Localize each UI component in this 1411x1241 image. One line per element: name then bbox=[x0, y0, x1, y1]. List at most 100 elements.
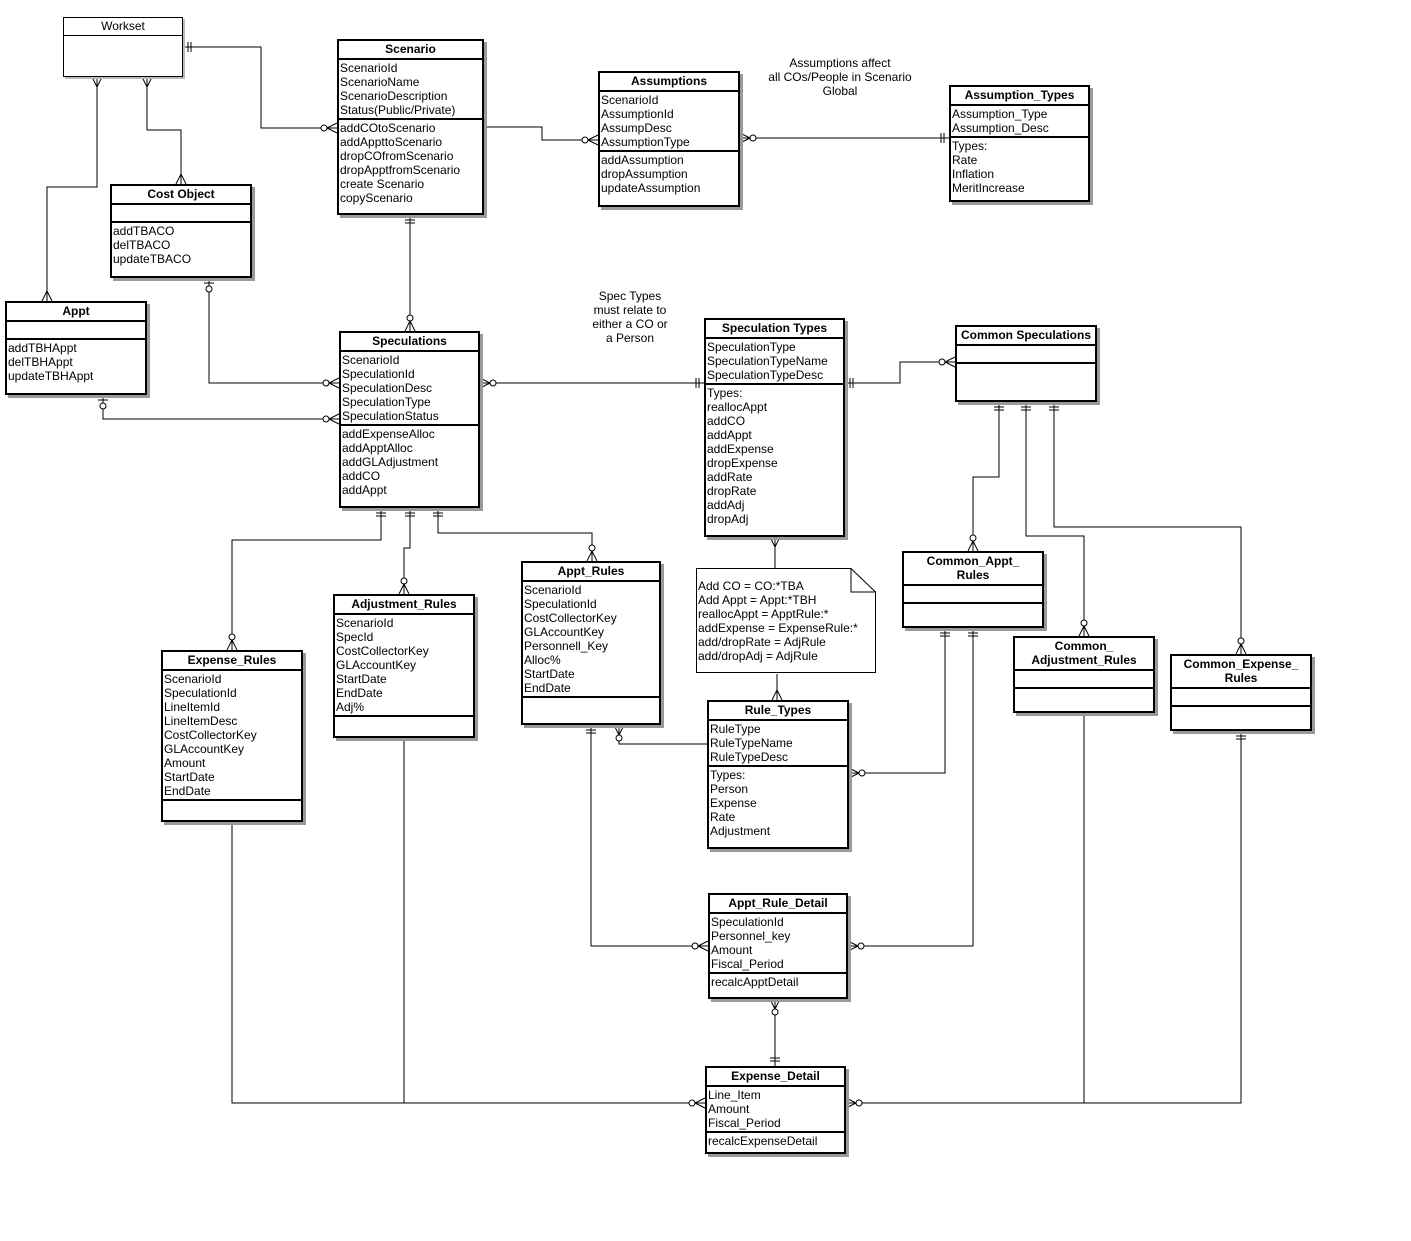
attribute: CostCollectorKey bbox=[524, 611, 617, 625]
attribute: Status(Public/Private) bbox=[340, 103, 456, 117]
operation: recalcExpenseDetail bbox=[708, 1134, 818, 1148]
crows-foot-mark bbox=[967, 540, 974, 552]
crows-foot-mark bbox=[41, 290, 48, 302]
crows-foot-mark bbox=[226, 639, 233, 651]
mapping-note: Add CO = CO:*TBA Add Appt = Appt:*TBH re… bbox=[698, 579, 868, 663]
operations-section bbox=[1015, 689, 1153, 705]
attribute: RuleTypeDesc bbox=[710, 750, 789, 764]
operation: MeritIncrease bbox=[952, 181, 1025, 195]
zero-circle-mark bbox=[688, 1099, 696, 1107]
crows-foot-mark bbox=[141, 76, 148, 88]
crows-foot-mark bbox=[771, 689, 778, 701]
note-line: Assumptions affect bbox=[789, 56, 891, 70]
crows-foot-mark bbox=[398, 583, 405, 595]
operation: Person bbox=[710, 782, 749, 796]
crows-foot-mark bbox=[769, 998, 776, 1010]
crows-foot-mark bbox=[1078, 625, 1085, 637]
zero-circle-mark bbox=[1080, 619, 1088, 627]
entity-title-line: Expense_Detail bbox=[731, 1069, 820, 1083]
attribute: AssumptionId bbox=[601, 107, 674, 121]
entity-title: Workset bbox=[64, 18, 182, 36]
crows-foot-mark bbox=[847, 945, 859, 952]
operations-section bbox=[523, 698, 659, 714]
entity-title-line: Appt_Rules bbox=[557, 564, 625, 578]
entity-title: Speculations bbox=[341, 333, 478, 352]
attribute: AssumpDesc bbox=[601, 121, 672, 135]
entity-title-line: Expense_Rules bbox=[187, 653, 277, 667]
entity-common-expense-rules: Common_Expense_Rules bbox=[1170, 654, 1312, 731]
entity-title: Expense_Rules bbox=[163, 652, 301, 671]
attribute: ScenarioId bbox=[342, 353, 400, 367]
crows-foot-mark bbox=[91, 76, 98, 88]
entity-title-line: Rule_Types bbox=[744, 703, 812, 717]
attribute: EndDate bbox=[164, 784, 211, 798]
operation: addRate bbox=[707, 470, 753, 484]
attribute: ScenarioName bbox=[340, 75, 420, 89]
entity-title: Speculation Types bbox=[706, 320, 843, 339]
entity-title-line: Common_ bbox=[1054, 639, 1114, 653]
attribute: CostCollectorKey bbox=[336, 644, 429, 658]
crows-foot-mark bbox=[944, 356, 956, 363]
attribute: SpeculationStatus bbox=[342, 409, 439, 423]
entity-title: Appt_Rules bbox=[523, 563, 659, 582]
attributes-section bbox=[7, 322, 145, 340]
relationship-line bbox=[231, 822, 705, 1104]
operation: dropExpense bbox=[707, 456, 778, 470]
attribute: ScenarioId bbox=[601, 93, 659, 107]
entity-common-adjustment-rules: Common_Adjustment_Rules bbox=[1013, 636, 1155, 713]
attribute: GLAccountKey bbox=[336, 658, 417, 672]
entity-title: Cost Object bbox=[112, 186, 250, 205]
operation: addExpenseAlloc bbox=[342, 427, 435, 441]
crows-foot-mark bbox=[328, 377, 340, 384]
operation: addAssumption bbox=[601, 153, 684, 167]
attribute: Amount bbox=[164, 756, 206, 770]
zero-circle-mark bbox=[322, 379, 330, 387]
zero-circle-mark bbox=[858, 769, 866, 777]
note-line: all COs/People in Scenario bbox=[768, 70, 912, 84]
relationship-line bbox=[618, 725, 707, 745]
operation: addAppt bbox=[707, 428, 752, 442]
relationship-line bbox=[484, 126, 598, 141]
attribute: ScenarioId bbox=[524, 583, 582, 597]
entity-title-line: Scenario bbox=[385, 42, 436, 56]
operation: dropRate bbox=[707, 484, 757, 498]
operation: addTBHAppt bbox=[8, 341, 77, 355]
crows-foot-mark bbox=[1235, 643, 1242, 655]
operation: Adjustment bbox=[710, 824, 771, 838]
relationship-line bbox=[1053, 402, 1242, 654]
crows-foot-mark bbox=[328, 382, 340, 389]
crows-foot-mark bbox=[845, 1102, 857, 1109]
entity-title: Appt bbox=[7, 303, 145, 322]
operation: dropApptfromScenario bbox=[340, 163, 461, 177]
crows-foot-mark bbox=[326, 122, 338, 129]
attribute: SpecId bbox=[336, 630, 374, 644]
crows-foot-mark bbox=[587, 139, 599, 146]
zero-circle-mark bbox=[691, 942, 699, 950]
operation: addApptAlloc bbox=[342, 441, 413, 455]
zero-circle-mark bbox=[205, 285, 213, 293]
crows-foot-mark bbox=[739, 132, 751, 139]
attribute: StartDate bbox=[164, 770, 215, 784]
operation: delTBHAppt bbox=[8, 355, 73, 369]
operation: updateTBACO bbox=[113, 252, 192, 266]
assumptions-note: Assumptions affect all COs/People in Sce… bbox=[760, 56, 920, 98]
attribute: Amount bbox=[711, 943, 753, 957]
operation: create Scenario bbox=[340, 177, 425, 191]
entity-title: Appt_Rule_Detail bbox=[710, 895, 846, 914]
entity-common-appt-rules: Common_Appt_Rules bbox=[902, 551, 1044, 628]
operation: Inflation bbox=[952, 167, 995, 181]
attribute: SpeculationId bbox=[524, 597, 597, 611]
